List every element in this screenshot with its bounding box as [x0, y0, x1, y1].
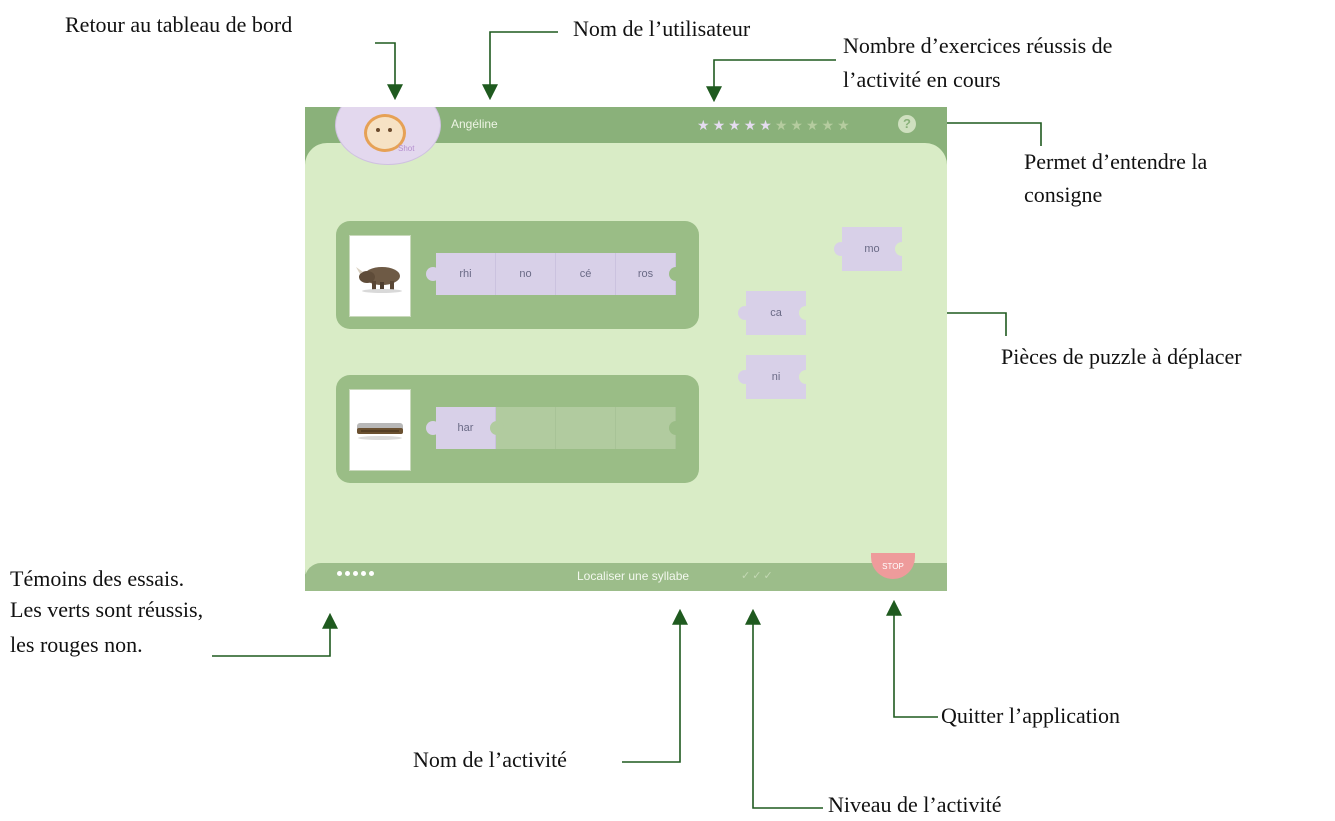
puzzle-right-notch — [669, 421, 683, 435]
star-empty-icon: ★ — [837, 117, 850, 133]
annotation-attempts-line3: les rouges non. — [10, 632, 143, 657]
syllable-slot[interactable]: ros — [616, 253, 676, 295]
help-button[interactable]: ? — [898, 115, 916, 133]
bottom-bar — [305, 563, 947, 591]
piece-notch — [895, 242, 909, 256]
arrow-successes — [706, 59, 836, 103]
attempt-dot — [361, 571, 366, 576]
piece-knob — [738, 370, 752, 384]
star-filled-icon: ★ — [728, 117, 741, 133]
piece-notch — [799, 306, 813, 320]
syllable-slot[interactable]: rhi — [436, 253, 496, 295]
activity-level-indicator: ✓✓✓ — [741, 569, 773, 582]
star-empty-icon: ★ — [805, 117, 819, 133]
puzzle-right-notch — [669, 267, 683, 281]
puzzle-piece-knob — [490, 421, 504, 435]
annotation-dashboard: Retour au tableau de bord — [65, 12, 293, 37]
harmonica-icon — [349, 389, 411, 471]
syllable-slot[interactable]: har — [436, 407, 496, 449]
piece-knob — [834, 242, 848, 256]
attempt-dot — [337, 571, 342, 576]
arrow-activity-name — [622, 608, 688, 763]
success-stars: ★★★★★★★★★★ — [697, 117, 850, 133]
app-window: Shot Angéline ★★★★★★★★★★ ? rhi no — [305, 107, 947, 591]
level-mark-icon: ✓ — [741, 570, 751, 582]
puzzle-piece-ca[interactable]: ca — [738, 291, 813, 335]
activity-name: Localiser une syllabe — [577, 569, 690, 583]
annotation-instruction-line2: consigne — [1024, 182, 1103, 207]
annotation-username: Nom de l’utilisateur — [573, 16, 751, 41]
puzzle-piece-mo[interactable]: mo — [834, 227, 909, 271]
exercise-row: rhi no cé ros — [336, 221, 699, 329]
star-filled-icon: ★ — [743, 117, 757, 133]
arrow-quit — [886, 599, 938, 718]
piece-label: mo — [864, 243, 880, 255]
syllable-slots: har — [436, 407, 676, 449]
arrow-attempts — [212, 612, 338, 657]
syllable-slot[interactable]: cé — [556, 253, 616, 295]
piece-label: ni — [771, 371, 781, 383]
annotation-successes-line2: l’activité en cours — [843, 67, 1001, 92]
exercise-row: har — [336, 375, 699, 483]
piece-notch — [799, 370, 813, 384]
attempt-dot — [369, 571, 374, 576]
exercise-panel: rhi no cé ros har — [305, 143, 947, 591]
attempt-dot — [345, 571, 350, 576]
star-filled-icon: ★ — [712, 117, 726, 133]
level-mark-icon: ✓ — [763, 570, 773, 582]
star-filled-icon: ★ — [759, 117, 772, 133]
puzzle-piece-ni[interactable]: ni — [738, 355, 813, 399]
annotation-pieces: Pièces de puzzle à déplacer — [1001, 344, 1242, 369]
attempt-dot — [353, 571, 358, 576]
empty-slot[interactable] — [556, 407, 616, 449]
annotation-instruction-line1: Permet d’entendre la — [1024, 149, 1208, 174]
arrow-dashboard — [375, 42, 403, 101]
avatar-tag: Shot — [398, 144, 415, 153]
empty-slot[interactable] — [616, 407, 676, 449]
annotation-attempts-line2: Les verts sont réussis, — [10, 597, 204, 622]
attempt-indicators — [337, 571, 374, 576]
level-mark-icon: ✓ — [752, 570, 762, 582]
arrow-activity-level — [745, 608, 823, 809]
star-empty-icon: ★ — [774, 117, 788, 133]
star-empty-icon: ★ — [790, 117, 803, 133]
arrow-username — [482, 31, 558, 101]
girl-avatar-icon — [364, 114, 406, 152]
star-filled-icon: ★ — [697, 117, 710, 133]
rhinoceros-icon — [349, 235, 411, 317]
syllable-slots: rhi no cé ros — [436, 253, 676, 295]
star-empty-icon: ★ — [821, 117, 835, 133]
annotation-activity-name: Nom de l’activité — [413, 747, 567, 772]
annotation-successes-line1: Nombre d’exercices réussis de — [843, 33, 1113, 58]
piece-knob — [738, 306, 752, 320]
arrow-instruction — [922, 115, 1042, 146]
annotation-activity-level: Niveau de l’activité — [828, 792, 1002, 817]
username-label: Angéline — [451, 117, 498, 131]
annotation-attempts-line1: Témoins des essais. — [10, 566, 185, 591]
syllable-slot[interactable]: no — [496, 253, 556, 295]
annotation-quit: Quitter l’application — [941, 703, 1120, 728]
empty-slot[interactable] — [496, 407, 556, 449]
piece-label: ca — [770, 307, 782, 319]
